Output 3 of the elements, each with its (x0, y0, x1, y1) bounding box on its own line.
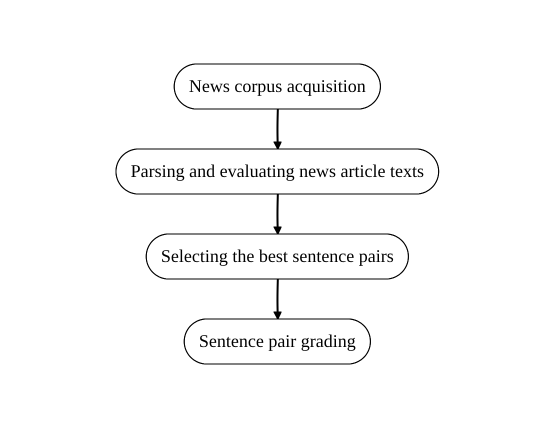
arrow (273, 279, 282, 320)
arrow (273, 109, 282, 150)
arrow (273, 194, 282, 235)
